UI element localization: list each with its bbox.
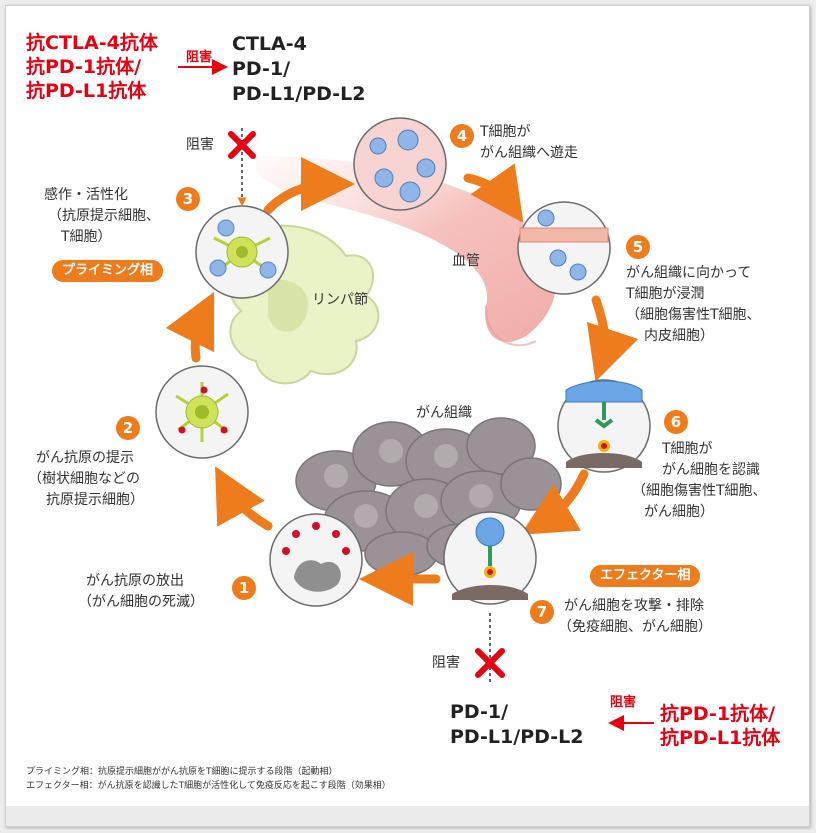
step-5-text-4: 内皮細胞） (644, 328, 714, 344)
bottom-drug-pd1: 抗PD-1抗体/ (660, 703, 776, 725)
x-mark-top-label: 阻害 (186, 137, 214, 153)
step-1-text-2: （がん細胞の死滅） (78, 594, 204, 610)
step-6-text-2: がん細胞を認識 (662, 462, 760, 478)
bottom-drug-pdl1: 抗PD-L1抗体 (660, 727, 781, 749)
step-3-text-3: T細胞） (61, 229, 112, 245)
x-mark-bottom-label: 阻害 (432, 655, 460, 671)
step-1-number: 1 (232, 576, 256, 600)
step-6-number: 6 (664, 410, 688, 434)
step-1-illustration (269, 513, 363, 607)
step-6-illustration (557, 379, 651, 473)
footnote-effector: エフェクター相：がん抗原を認識したT細胞が活性化して免疫反応を起こす段階（効果相… (26, 781, 391, 791)
step-2-text-1: がん抗原の提示 (36, 450, 134, 466)
tumor-label: がん組織 (416, 405, 472, 421)
step-1-text-1: がん抗原の放出 (86, 573, 184, 589)
step-4-text-1: T細胞が (480, 124, 531, 140)
step-3-text-1: 感作・活性化 (44, 187, 128, 203)
step-7-number: 7 (530, 600, 554, 624)
step-3-text-2: （抗原提示細胞、 (48, 208, 160, 224)
inhibit-label-bottom: 阻害 (610, 695, 637, 710)
step-5-text-1: がん組織に向かって (626, 265, 752, 281)
target-pdl1-pdl2: PD-L1/PD-L2 (232, 83, 366, 105)
cycle-arrows (165, 157, 639, 606)
step-6-text-1: T細胞が (662, 441, 713, 457)
step-2-text-3: 抗原提示細胞） (46, 492, 144, 508)
step-7-text-1: がん細胞を攻撃・排除 (564, 598, 704, 614)
x-mark-bottom (475, 648, 505, 678)
footnote-priming: プライミング相：抗原提示細胞ががん抗原をT細胞に提示する段階（起動相） (26, 767, 338, 777)
drug-label-ctla4: 抗CTLA-4抗体 (26, 32, 158, 54)
drug-label-pd1: 抗PD-1抗体/ (26, 56, 142, 78)
blood-vessel-label: 血管 (452, 253, 480, 269)
priming-phase-badge: プライミング相 (52, 260, 164, 282)
effector-phase-badge: エフェクター相 (590, 565, 701, 587)
target-ctla4: CTLA-4 (232, 33, 307, 55)
target-pd1: PD-1/ (232, 58, 291, 80)
step-3-illustration (195, 205, 289, 299)
step-2-illustration (155, 365, 249, 459)
step-7-text-2: （免疫細胞、がん細胞） (558, 619, 712, 635)
bottom-band (6, 806, 809, 826)
figure-frame: 抗CTLA-4抗体 抗PD-1抗体/ 抗PD-L1抗体 阻害 CTLA-4 PD… (5, 5, 810, 827)
step-7-illustration (443, 511, 537, 605)
step-4-text-2: がん組織へ遊走 (480, 145, 578, 161)
cancer-immunity-cycle-diagram (6, 59, 809, 826)
lymph-node-label: リンパ節 (312, 292, 368, 308)
step-2-number: 2 (116, 416, 140, 440)
bottom-target-pdl1-pdl2: PD-L1/PD-L2 (450, 726, 584, 748)
step-5-illustration (517, 201, 611, 295)
step-6-text-3: （細胞傷害性T細胞、 (632, 483, 767, 499)
x-mark-top (228, 131, 256, 159)
step-4-number: 4 (450, 124, 474, 148)
step-5-number: 5 (626, 235, 650, 259)
step-5-text-2: T細胞が浸潤 (626, 286, 705, 302)
bottom-target-pd1: PD-1/ (450, 701, 509, 723)
step-6-text-4: がん細胞） (644, 504, 714, 520)
step-2-text-2: （樹状細胞などの (28, 471, 140, 487)
step-4-illustration (353, 117, 447, 211)
drug-label-pdl1: 抗PD-L1抗体 (26, 80, 147, 102)
step-5-text-3: （細胞傷害性T細胞、 (626, 307, 761, 323)
inhibit-label-top: 阻害 (186, 50, 213, 65)
step-3-number: 3 (176, 187, 200, 211)
